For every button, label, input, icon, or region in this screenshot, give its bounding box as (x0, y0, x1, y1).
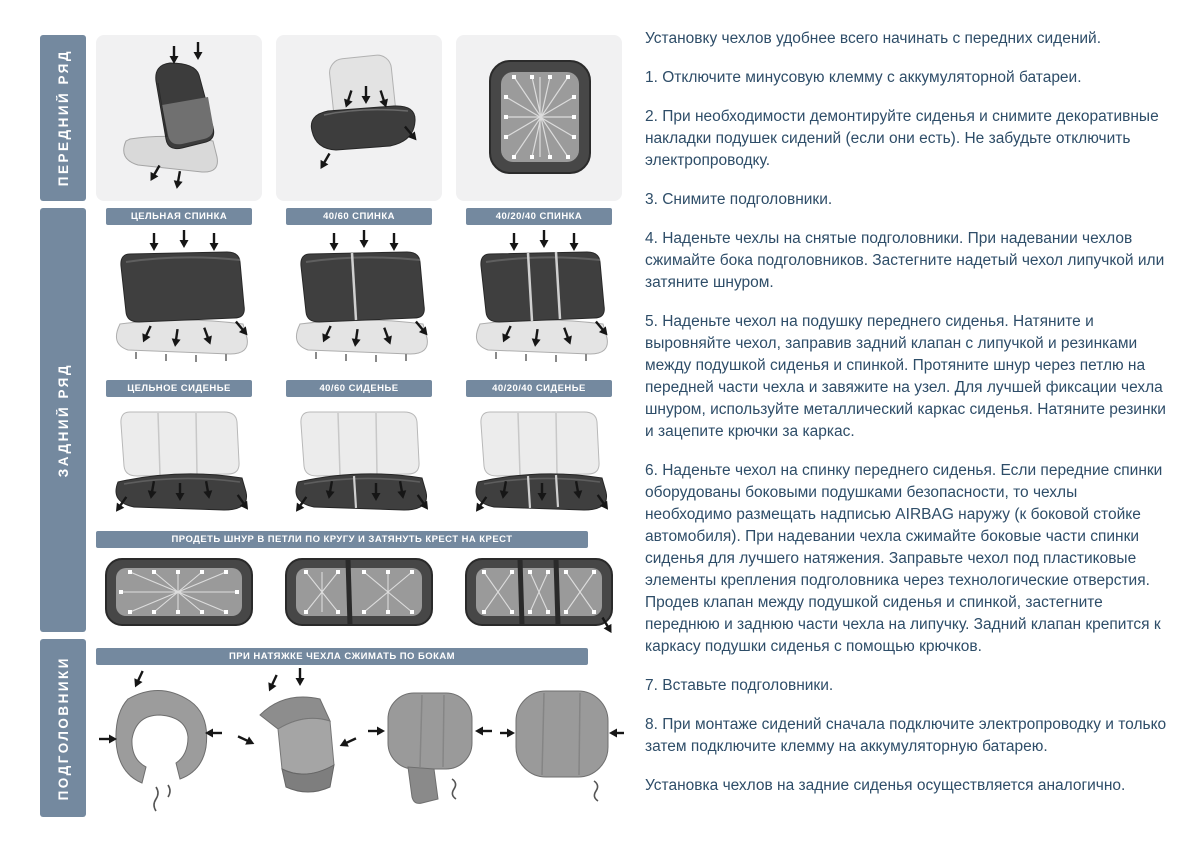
headrest-folded-cover-diagram (234, 667, 358, 793)
instruction-intro: Установку чехлов удобнее всего начинать … (645, 30, 1102, 47)
banner-cushion-40-20-40: 40/20/40 СИДЕНЬЕ (466, 380, 612, 397)
instruction-step-8: 8. При монтаже сидений сначала подключит… (645, 716, 1167, 755)
front-row-panel-3 (456, 35, 622, 201)
section-bar-headrests: ПОДГОЛОВНИКИ (40, 639, 86, 817)
rear-backrest-40-60-diagram (295, 228, 433, 362)
section-bar-front-row: ПЕРЕДНИЙ РЯД (40, 35, 86, 201)
front-row-label: ПЕРЕДНИЙ РЯД (55, 49, 71, 187)
instruction-step-3: 3. Снимите подголовники. (645, 191, 833, 208)
banner-cushion-solid: ЦЕЛЬНОЕ СИДЕНЬЕ (106, 380, 252, 397)
rear-lacing-40-60-diagram (285, 558, 433, 626)
rear-cushion-40-60-diagram (291, 411, 433, 516)
rear-lacing-40-20-40-diagram (465, 558, 617, 633)
banner-lacing-instruction: ПРОДЕТЬ ШНУР В ПЕТЛИ ПО КРУГУ И ЗАТЯНУТЬ… (96, 531, 588, 548)
headrest-cover-flap-diagram (368, 692, 492, 804)
headrests-label: ПОДГОЛОВНИКИ (55, 655, 71, 801)
instruction-step-2: 2. При необходимости демонтируйте сидень… (645, 108, 1159, 169)
rear-cushion-solid-diagram (111, 411, 253, 516)
front-seat-cushion-cover-diagram (310, 54, 422, 173)
banner-headrest-instruction: ПРИ НАТЯЖКЕ ЧЕХЛА СЖИМАТЬ ПО БОКАМ (96, 648, 588, 665)
rear-backrest-40-20-40-diagram (475, 228, 613, 362)
instruction-step-7: 7. Вставьте подголовники. (645, 677, 834, 694)
instruction-outro: Установка чехлов на задние сиденья осуще… (645, 777, 1126, 794)
front-row-panel-1 (96, 35, 262, 201)
headrest-curved-cover-diagram (98, 667, 222, 812)
banner-backrest-40-20-40: 40/20/40 СПИНКА (466, 208, 612, 225)
instruction-step-4: 4. Наденьте чехлы на снятые подголовники… (645, 230, 1165, 291)
rear-backrest-solid-diagram (115, 228, 253, 362)
front-seat-backrest-cover-diagram (123, 40, 218, 191)
instruction-step-6: 6. Наденьте чехол на спинку переднего си… (645, 462, 1163, 655)
instructions-column: Установку чехлов удобнее всего начинать … (645, 28, 1167, 797)
front-row-panel-2 (276, 35, 442, 201)
banner-cushion-40-60: 40/60 СИДЕНЬЕ (286, 380, 432, 397)
section-bar-back-row: ЗАДНИЙ РЯД (40, 208, 86, 632)
headrest-plain-cover-diagram (500, 690, 624, 802)
banner-backrest-40-60: 40/60 СПИНКА (286, 208, 432, 225)
back-row-label: ЗАДНИЙ РЯД (55, 362, 71, 478)
instruction-step-1: 1. Отключите минусовую клемму с аккумуля… (645, 69, 1082, 86)
banner-backrest-solid: ЦЕЛЬНАЯ СПИНКА (106, 208, 252, 225)
seat-bottom-lacing-diagram (489, 60, 591, 174)
rear-cushion-40-20-40-diagram (471, 411, 613, 516)
rear-lacing-solid-diagram (105, 558, 253, 626)
instruction-step-5: 5. Наденьте чехол на подушку переднего с… (645, 313, 1166, 440)
